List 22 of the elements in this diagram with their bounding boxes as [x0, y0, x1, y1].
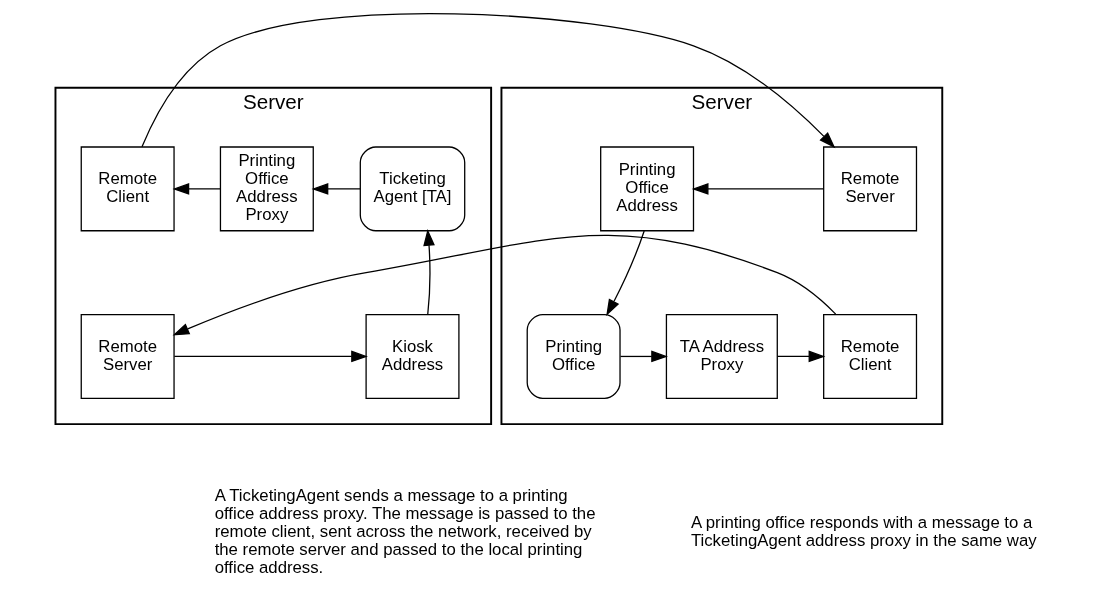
node-box: Printing Office [526, 313, 621, 399]
arrow [619, 350, 668, 363]
node-box: Remote Server [823, 146, 918, 232]
arrow [606, 230, 645, 316]
node-box: TA Address Proxy [665, 313, 778, 399]
arrow [311, 183, 361, 195]
node-box: Printing Office Address [600, 146, 695, 232]
arrow [691, 183, 825, 195]
arrow [141, 13, 836, 149]
arrow [423, 229, 435, 315]
arrow [172, 234, 837, 336]
node-box: Ticketing Agent [TA] [359, 146, 466, 232]
node-box: Remote Client [823, 313, 918, 399]
arrow [172, 183, 221, 195]
node-box: Remote Client [80, 146, 175, 232]
node-box: Kiosk Address [365, 313, 460, 399]
label: A printing office responds with a message to a TicketingAgent address proxy in the same way [690, 512, 1037, 550]
arrow [776, 350, 826, 363]
arrow [173, 350, 368, 363]
node-box: Remote Server [80, 313, 175, 399]
label: A TicketingAgent sends a message to a printing office address proxy. The message is passed to the remote client, sent across the network, received by the remote server and passed to the local printing office address. [214, 485, 596, 577]
node-box: Printing Office Address Proxy [219, 146, 314, 232]
